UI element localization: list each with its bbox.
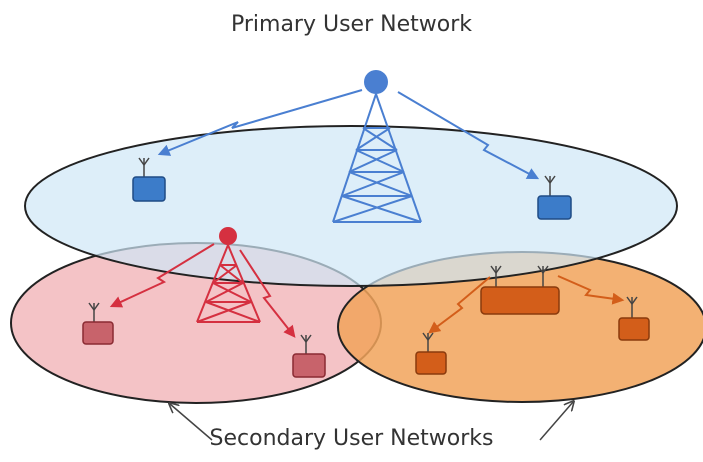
primary-device-right-icon (537, 175, 572, 220)
orange-signal-right (557, 275, 625, 305)
orange-device-right-icon (618, 296, 650, 341)
primary-device-left-icon (132, 157, 166, 202)
red-tower-icon (196, 227, 261, 323)
orange-access-point-icon (480, 265, 560, 315)
orange-signal-left (428, 276, 491, 334)
red-signal-right (239, 249, 296, 338)
primary-signal-left (157, 89, 363, 156)
pointer-arrow-left (170, 404, 213, 441)
primary-network-title: Primary User Network (230, 12, 472, 37)
red-signal-left (109, 243, 215, 308)
primary-network-ellipse (24, 125, 678, 287)
primary-tower-icon (332, 70, 422, 223)
secondary-networks-title: Secondary User Networks (209, 426, 494, 451)
primary-signal-right (397, 91, 540, 180)
red-device-right-icon (292, 334, 326, 378)
orange-device-left-icon (415, 332, 447, 375)
red-device-left-icon (82, 302, 114, 345)
pointer-arrow-right (539, 402, 573, 441)
